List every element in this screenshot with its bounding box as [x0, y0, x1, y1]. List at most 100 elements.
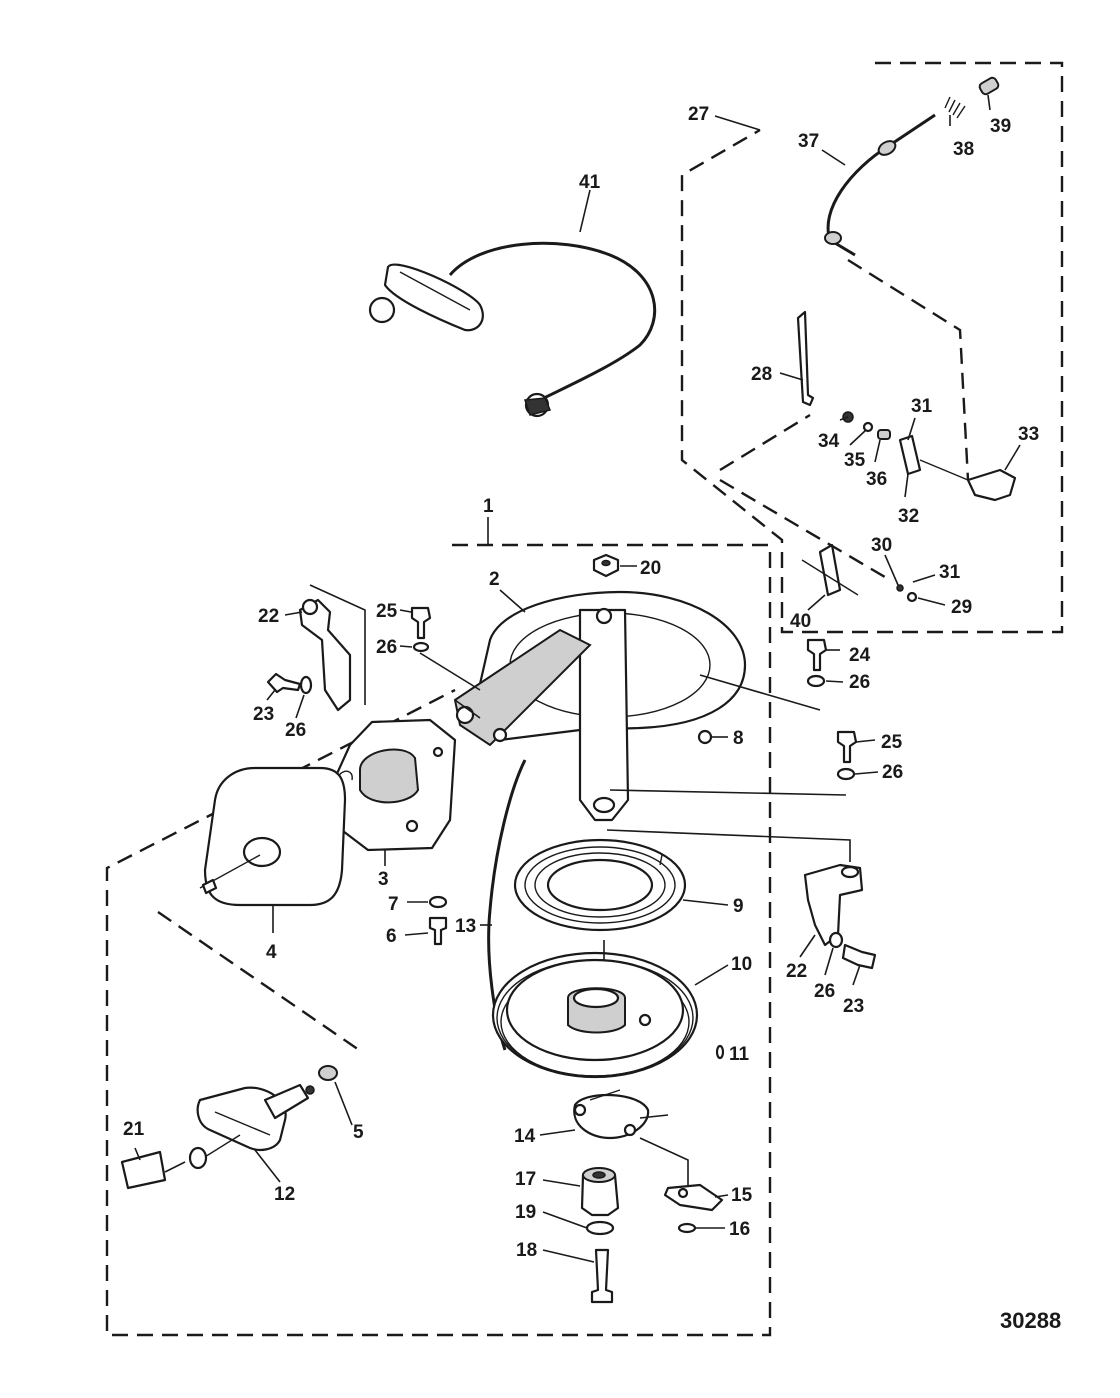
label-25-upper: 25: [376, 601, 398, 622]
label-9: 9: [733, 896, 744, 917]
label-14: 14: [514, 1126, 536, 1147]
label-11: 11: [729, 1044, 750, 1065]
leader-3-shaft: [454, 699, 481, 719]
label-13: 13: [455, 916, 476, 937]
part-26-washer-upper-left: [299, 675, 313, 695]
label-31-lower: 31: [939, 562, 961, 583]
label-26-lower: 26: [814, 981, 835, 1002]
part-40-lever: [801, 543, 918, 603]
label-26-upper-left: 26: [285, 720, 306, 741]
part-20-nut: [592, 553, 620, 578]
part-26-washer-right-b: [836, 767, 856, 781]
label-40: 40: [790, 611, 811, 632]
leader-22-lower: [799, 934, 816, 958]
leader-bracket-lower: [606, 829, 851, 862]
part-25-bolt-right: [836, 730, 858, 764]
part-23-bolt-lower: [841, 943, 877, 970]
label-18: 18: [516, 1240, 537, 1261]
label-39: 39: [990, 116, 1011, 137]
leader-26-lower: [824, 947, 834, 976]
part-26-washer-lower: [828, 931, 844, 949]
part-26-washer-right-a: [806, 674, 826, 688]
leader-10: [694, 964, 729, 986]
label-26-right-a: 26: [849, 672, 870, 693]
label-2: 2: [489, 569, 500, 590]
label-1: 1: [483, 496, 494, 517]
label-21: 21: [123, 1119, 145, 1140]
part-11-pin: [715, 1044, 725, 1060]
leader-26-right-a: [825, 680, 844, 683]
part-37-cable: [824, 113, 936, 257]
label-19: 19: [515, 1202, 536, 1223]
label-27: 27: [688, 104, 709, 125]
label-24: 24: [849, 645, 871, 666]
parts-31-36-linkage: [842, 411, 969, 481]
label-30: 30: [871, 535, 892, 556]
label-25-right: 25: [881, 732, 903, 753]
part-15-pawl: [663, 1183, 724, 1212]
leader-26-right-b: [854, 771, 879, 775]
leader-26-upper: [399, 645, 413, 648]
part-7-washer: [428, 895, 448, 909]
part-5-insert: [318, 1065, 338, 1081]
group-boundary-main: [105, 543, 772, 1337]
label-10: 10: [731, 954, 752, 975]
label-31-upper: 31: [911, 396, 933, 417]
part-38-spring: [944, 96, 966, 119]
label-41: 41: [579, 172, 601, 193]
leader-25-upper: [399, 609, 412, 613]
part-18-screw: [590, 1248, 614, 1304]
label-29: 29: [951, 597, 972, 618]
part-22-bracket-upper: [298, 598, 352, 712]
part-25-bolt-upper: [410, 606, 432, 640]
part-23-bolt-upper: [266, 672, 302, 694]
part-21-decal: [120, 1150, 167, 1190]
part-12-handle: [188, 1083, 315, 1170]
kit-leaders: [714, 94, 1021, 611]
part-9-spring: [513, 838, 687, 932]
label-34: 34: [818, 431, 840, 452]
leader-12: [254, 1149, 281, 1183]
part-2-housing: [453, 590, 747, 822]
leader-2: [499, 589, 526, 613]
part-41-handle-cable: [368, 241, 657, 418]
part-8-pin: [697, 729, 713, 745]
leader-housing-bolt-24: [699, 674, 821, 711]
leader-bracket-upper: [309, 584, 366, 705]
label-15: 15: [731, 1185, 753, 1206]
part-33-lever: [966, 468, 1017, 502]
label-12: 12: [274, 1184, 295, 1205]
part-4-cover: [199, 766, 347, 907]
part-14-clip: [573, 1089, 669, 1140]
label-23-upper: 23: [253, 704, 274, 725]
label-38: 38: [953, 139, 974, 160]
label-26-right-b: 26: [882, 762, 903, 783]
label-22-lower: 22: [786, 961, 807, 982]
label-20: 20: [640, 558, 661, 579]
label-6: 6: [386, 926, 397, 947]
part-19-washer: [585, 1220, 615, 1236]
label-3: 3: [378, 869, 389, 890]
leader-22-upper: [284, 611, 303, 616]
figure-number: 30288: [1000, 1308, 1061, 1333]
leader-housing-bolt: [609, 789, 847, 796]
label-7: 7: [388, 894, 399, 915]
leader-26-upper: [419, 652, 481, 691]
leader-5: [334, 1081, 353, 1126]
leader-25-right: [855, 739, 876, 743]
leader-14: [539, 1129, 576, 1136]
leader-15: [714, 1194, 729, 1198]
leader-pawl-axis: [639, 1137, 689, 1185]
label-37: 37: [798, 131, 819, 152]
label-36: 36: [866, 469, 887, 490]
leader-23-lower: [852, 964, 861, 986]
leader-41: [579, 189, 591, 233]
leader-21: [134, 1147, 141, 1161]
leader-26-upper-left: [295, 694, 305, 719]
group-boundary-kit: [680, 61, 1064, 634]
part-3-pawl-plate: [323, 718, 457, 852]
label-26-upper: 26: [376, 637, 397, 658]
label-16: 16: [729, 1219, 750, 1240]
part-24-bolt: [806, 638, 828, 672]
part-16-spring: [677, 1222, 697, 1234]
